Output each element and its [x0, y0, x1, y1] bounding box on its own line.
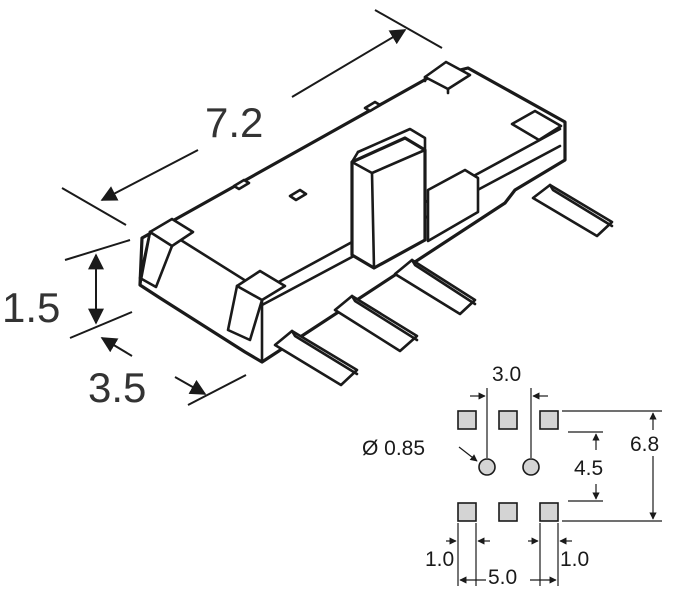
dimension-length: 7.2: [61, 9, 443, 226]
pcb-footprint: 3.0 Ø 0.85 4.5 6.8 1.0 1.0 5.0: [362, 363, 662, 589]
outer-vertical-label: 6.8: [630, 433, 659, 456]
dimension-width: 3.5: [88, 337, 247, 411]
terminal-pin: [273, 329, 359, 387]
pad: [498, 502, 518, 522]
vent-hole: [363, 100, 382, 113]
inner-vertical-label: 4.5: [574, 457, 603, 480]
pad-width-right-label: 1.0: [560, 548, 589, 571]
dimension-height: 1.5: [2, 239, 133, 339]
slide-actuator: [350, 127, 427, 270]
vent-hole: [288, 188, 308, 202]
mounting-hole: [522, 458, 540, 476]
terminal-pin: [531, 183, 614, 238]
pad: [539, 502, 559, 522]
mounting-hole: [478, 458, 496, 476]
width-label: 3.5: [88, 364, 146, 411]
pad: [457, 410, 477, 430]
corner-tab: [226, 269, 287, 342]
switch-3d-view: [138, 60, 614, 387]
top-spacing-label: 3.0: [492, 363, 521, 386]
height-label: 1.5: [2, 284, 60, 331]
pad-width-left-label: 1.0: [425, 548, 454, 571]
terminal-pin: [393, 258, 477, 316]
pad: [539, 410, 559, 430]
terminal-pin: [333, 294, 419, 353]
pad: [457, 502, 477, 522]
corner-tab: [423, 60, 472, 95]
bottom-spacing-label: 5.0: [488, 566, 517, 589]
vent-hole: [232, 178, 251, 191]
length-label: 7.2: [205, 99, 263, 146]
slide-slot: [426, 168, 480, 243]
corner-tab: [510, 109, 563, 142]
corner-tab: [138, 217, 195, 289]
hole-diameter-label: Ø 0.85: [362, 437, 425, 460]
pad: [498, 410, 518, 430]
